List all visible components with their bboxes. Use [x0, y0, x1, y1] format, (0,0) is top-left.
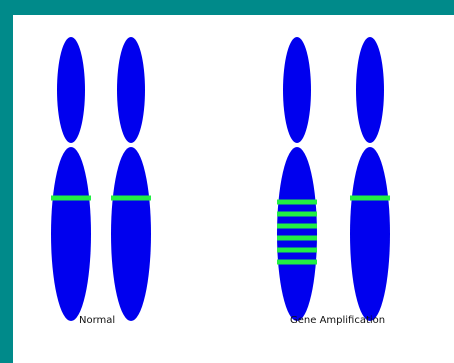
chromosome-diagram [13, 15, 454, 363]
gene-band [277, 212, 317, 217]
diagram-panel: Normal Gene Amplification [13, 15, 454, 363]
gene-band [277, 260, 317, 265]
gene-bands [51, 196, 91, 201]
gene-bands [111, 196, 151, 201]
gene-band [277, 224, 317, 229]
chromosome-amplified-right [350, 37, 390, 321]
gene-band [350, 196, 390, 201]
gene-band [277, 236, 317, 241]
amplification-group [277, 37, 390, 321]
gene-bands [350, 196, 390, 201]
chromosome-normal-right [111, 37, 151, 321]
chromosome-arm-short [283, 37, 311, 143]
gene-band [51, 196, 91, 201]
gene-band [111, 196, 151, 201]
chromosome-amplified-left [277, 37, 317, 321]
chromosome-arm-long [111, 147, 151, 321]
chromosome-normal-left [51, 37, 91, 321]
chromosome-arm-long [350, 147, 390, 321]
chromosome-arm-long [277, 147, 317, 321]
chromosome-arm-short [356, 37, 384, 143]
gene-amplification-caption: Gene Amplification [290, 315, 385, 326]
normal-group [51, 37, 151, 321]
normal-caption: Normal [79, 315, 115, 326]
gene-band [277, 200, 317, 205]
chromosome-arm-short [117, 37, 145, 143]
chromosome-arm-long [51, 147, 91, 321]
chromosome-arm-short [57, 37, 85, 143]
gene-band [277, 248, 317, 253]
